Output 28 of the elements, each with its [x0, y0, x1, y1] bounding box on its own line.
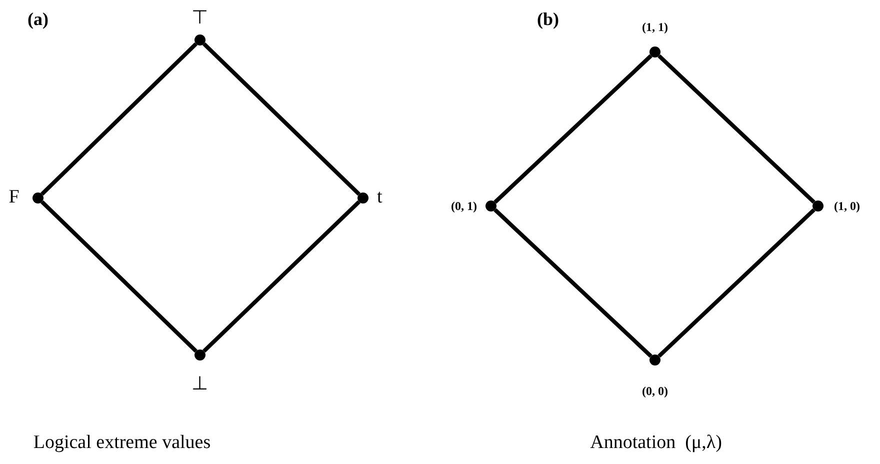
- panel-label: (b): [537, 10, 559, 28]
- lattice-edge: [658, 208, 816, 358]
- vertex-label: (0, 1): [451, 200, 477, 212]
- lattice-edge: [40, 200, 198, 353]
- vertex-label: ⊤: [192, 8, 208, 28]
- lattice-edge: [658, 54, 816, 204]
- panel-caption: Annotation (μ,λ): [590, 433, 722, 452]
- vertex-dot: [650, 46, 660, 58]
- vertex-label: F: [8, 188, 20, 206]
- vertex-dot: [486, 200, 496, 212]
- vertex-dot: [194, 34, 206, 46]
- vertex-label: ⊥: [192, 374, 208, 394]
- vertex-dot: [650, 354, 660, 366]
- vertex-dot: [812, 200, 824, 212]
- panel-label: (a): [28, 10, 48, 28]
- lattice-edge: [494, 54, 652, 204]
- vertex-dot: [358, 192, 368, 204]
- vertex-dot: [194, 350, 206, 360]
- vertex-dot: [32, 192, 44, 204]
- vertex-label: t: [377, 188, 382, 206]
- lattice-edge: [494, 208, 652, 358]
- lattice-edge: [202, 200, 360, 353]
- panel-caption: Logical extreme values: [33, 433, 211, 452]
- vertex-label: (1, 1): [642, 21, 668, 33]
- vertex-label: (0, 0): [642, 385, 668, 397]
- lattice-edge: [202, 42, 360, 196]
- vertex-label: (1, 0): [834, 200, 860, 212]
- lattice-edge: [40, 42, 198, 196]
